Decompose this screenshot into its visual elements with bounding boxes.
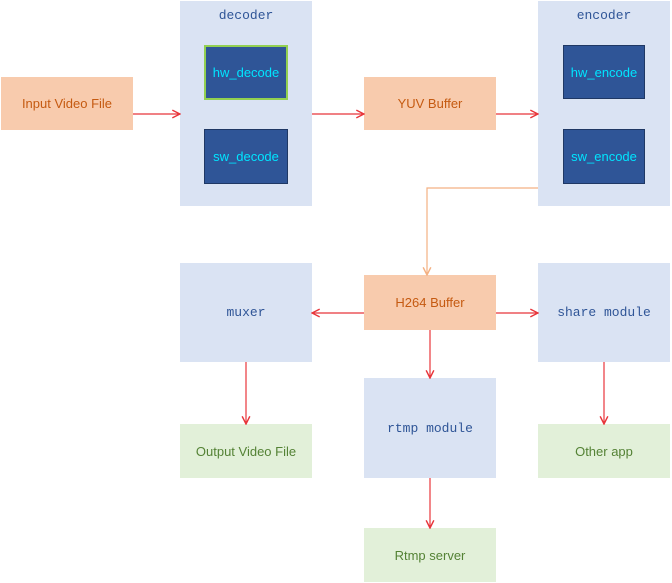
- share-module-node: share module: [538, 263, 670, 362]
- hw-decode-label: hw_decode: [212, 65, 280, 80]
- hw-encode-label: hw_encode: [570, 64, 638, 80]
- other-app-node: Other app: [538, 424, 670, 478]
- input-video-file-label: Input Video File: [21, 96, 113, 111]
- sw-encode-node: sw_encode: [563, 129, 645, 184]
- rtmp-server-label: Rtmp server: [394, 547, 466, 563]
- muxer-node: muxer: [180, 263, 312, 362]
- rtmp-module-node: rtmp module: [364, 378, 496, 478]
- input-video-file-node: Input Video File: [1, 77, 133, 130]
- h264-buffer-label: H264 Buffer: [395, 295, 465, 310]
- rtmp-server-node: Rtmp server: [364, 528, 496, 582]
- yuv-buffer-node: YUV Buffer: [364, 77, 496, 130]
- hw-encode-node: hw_encode: [563, 45, 645, 99]
- arrow-encoder-to-h264: [427, 187, 538, 275]
- encoder-label: encoder: [576, 8, 632, 23]
- rtmp-module-label: rtmp module: [387, 420, 473, 436]
- output-video-file-label: Output Video File: [195, 443, 297, 459]
- hw-decode-node: hw_decode: [204, 45, 288, 100]
- sw-encode-label: sw_encode: [571, 149, 637, 164]
- muxer-label: muxer: [226, 305, 266, 320]
- other-app-label: Other app: [575, 443, 633, 459]
- sw-decode-node: sw_decode: [204, 129, 288, 184]
- share-module-label: share module: [557, 305, 651, 320]
- sw-decode-label: sw_decode: [213, 149, 279, 164]
- h264-buffer-node: H264 Buffer: [364, 275, 496, 330]
- decoder-label: decoder: [218, 8, 274, 23]
- output-video-file-node: Output Video File: [180, 424, 312, 478]
- yuv-buffer-label: YUV Buffer: [397, 96, 463, 111]
